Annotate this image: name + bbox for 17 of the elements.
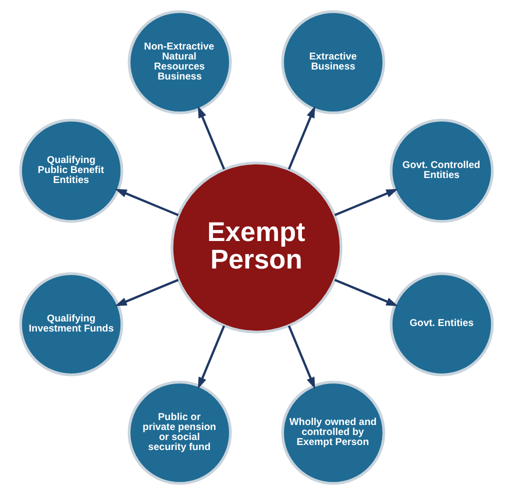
node-circle: Govt. Entities: [389, 272, 494, 376]
arrow: [114, 278, 178, 306]
node-circle: Extractive Business: [280, 10, 385, 114]
arrow: [334, 188, 398, 216]
arrow: [334, 278, 398, 306]
arrow: [197, 106, 225, 170]
node-circle: Qualifying Public Benefit Entities: [18, 118, 123, 223]
node-circle: Exempt Person: [170, 162, 342, 334]
node-circle: Non-Extractive Natural Resources Business: [127, 10, 232, 114]
arrow: [287, 325, 315, 390]
arrow: [114, 188, 178, 216]
arrow: [287, 106, 315, 170]
node-circle: Qualifying Investment Funds: [18, 272, 123, 376]
node-circle: Wholly owned and controlled by Exempt Person: [280, 380, 385, 485]
node-circle: Public or private pension or social security fund: [127, 380, 232, 485]
node-circle: Govt. Controlled Entities: [389, 118, 494, 223]
arrow: [197, 325, 225, 390]
